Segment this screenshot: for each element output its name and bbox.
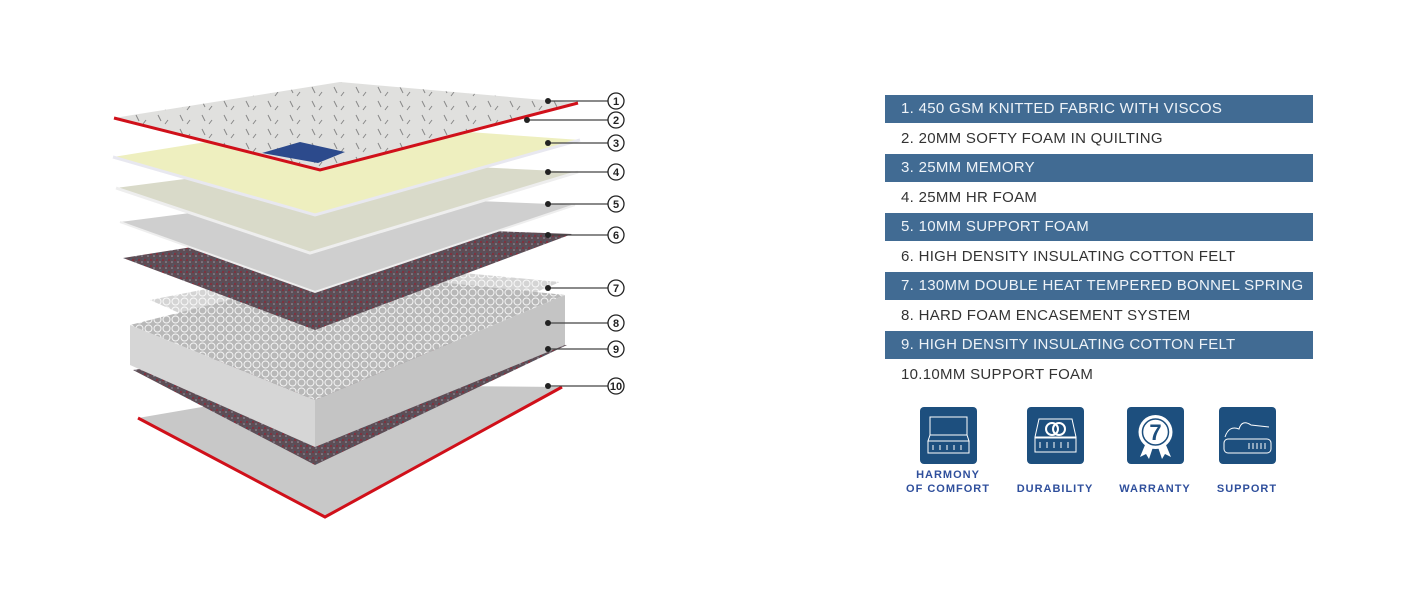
callout-dot xyxy=(524,117,530,123)
layer-list-item: 1. 450 GSM KNITTED FABRIC WITH VISCOS xyxy=(885,94,1313,123)
warranty-years: 7 xyxy=(1149,420,1161,445)
person-sleeping-icon xyxy=(1218,407,1276,464)
interlocking-rings-mattress-icon xyxy=(1026,407,1084,464)
callout-dot xyxy=(545,383,551,389)
layer-list-item: 5. 10MM SUPPORT FOAM xyxy=(885,212,1313,241)
callout-number: 3 xyxy=(613,138,619,150)
layer-list-item: 10.10MM SUPPORT FOAM xyxy=(901,365,1094,383)
feature-support: SUPPORT xyxy=(1197,407,1297,496)
layer-list-item: 7. 130MM DOUBLE HEAT TEMPERED BONNEL SPR… xyxy=(885,271,1313,300)
layer-1-2-quilted-top xyxy=(113,82,579,172)
callout-2: 2 xyxy=(524,111,625,129)
callout-number: 4 xyxy=(613,167,620,179)
callout-number: 10 xyxy=(610,381,622,393)
feature-harmony-of-comfort: HARMONY OF COMFORT xyxy=(898,407,998,496)
callout-dot xyxy=(545,140,551,146)
callout-circle xyxy=(607,163,625,181)
callout-circle xyxy=(607,195,625,213)
callout-9: 9 xyxy=(545,340,625,358)
callout-number: 5 xyxy=(613,199,619,211)
callout-circle xyxy=(607,226,625,244)
brand-label xyxy=(262,142,345,163)
layer-list-item: 3. 25MM MEMORY xyxy=(885,153,1313,182)
layer-list: 1. 450 GSM KNITTED FABRIC WITH VISCOS 2.… xyxy=(885,94,1313,389)
layer-list-item: 4. 25MM HR FOAM xyxy=(901,188,1038,206)
callout-8: 8 xyxy=(545,314,625,332)
callout-3: 3 xyxy=(545,134,625,152)
callout-circle xyxy=(607,111,625,129)
callout-5: 5 xyxy=(545,195,625,213)
layer-list-item: 2. 20MM SOFTY FOAM IN QUILTING xyxy=(901,129,1163,147)
callout-circle xyxy=(607,279,625,297)
feature-durability: DURABILITY xyxy=(1005,407,1105,496)
callout-1: 1 xyxy=(545,92,625,110)
callout-dot xyxy=(545,201,551,207)
layer-list-item: 8. HARD FOAM ENCASEMENT SYSTEM xyxy=(901,306,1191,324)
callout-circle xyxy=(607,134,625,152)
callout-circle xyxy=(607,340,625,358)
callout-circle xyxy=(607,314,625,332)
callout-dot xyxy=(545,285,551,291)
feature-label: WARRANTY xyxy=(1119,483,1191,495)
callout-dot xyxy=(545,98,551,104)
layer-list-item: 6. HIGH DENSITY INSULATING COTTON FELT xyxy=(901,247,1236,265)
feature-label: OF COMFORT xyxy=(906,483,990,495)
callout-number: 6 xyxy=(613,230,619,242)
callout-dot xyxy=(545,320,551,326)
mattress-icon xyxy=(919,407,977,464)
feature-label: SUPPORT xyxy=(1216,483,1278,495)
callout-circle xyxy=(607,377,625,395)
callout-dot xyxy=(545,232,551,238)
callout-dot xyxy=(545,346,551,352)
callouts: 1 2 3 4 5 6 7 8 9 10 xyxy=(524,92,625,395)
callout-number: 9 xyxy=(613,344,619,356)
feature-label: HARMONY xyxy=(916,469,980,481)
callout-6: 6 xyxy=(545,226,625,244)
warranty-badge-icon: 7 xyxy=(1126,407,1184,464)
mattress-layers-diagram: 1 2 3 4 5 6 7 8 9 10 xyxy=(112,82,625,519)
callout-number: 2 xyxy=(613,115,619,127)
callout-7: 7 xyxy=(545,279,625,297)
layer-list-item: 9. HIGH DENSITY INSULATING COTTON FELT xyxy=(885,330,1313,359)
feature-label: DURABILITY xyxy=(1016,483,1094,495)
callout-number: 7 xyxy=(613,283,619,295)
callout-4: 4 xyxy=(545,163,625,181)
callout-number: 8 xyxy=(613,318,619,330)
callout-circle xyxy=(607,92,625,110)
callout-number: 1 xyxy=(613,96,619,108)
callout-10: 10 xyxy=(545,377,625,395)
feature-warranty: 7 WARRANTY xyxy=(1105,407,1205,496)
callout-dot xyxy=(545,169,551,175)
